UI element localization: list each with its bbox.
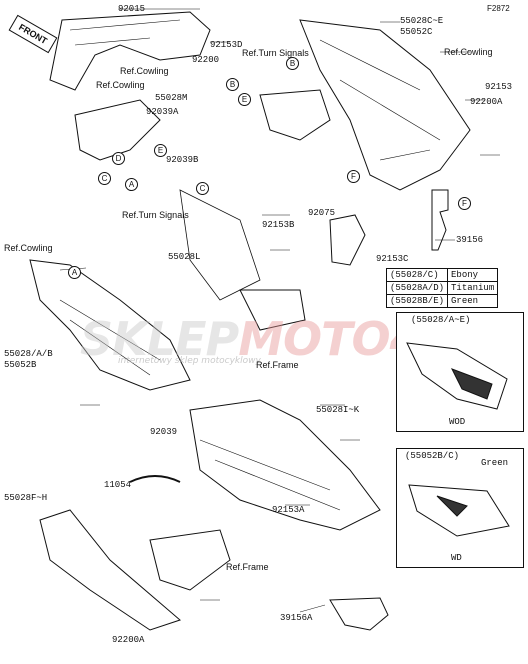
label-55028i-k: 55028I~K <box>316 405 360 415</box>
callout-e-2: E <box>154 144 167 157</box>
ref-cowling-right: Ref.Cowling <box>444 47 493 57</box>
label-39156: 39156 <box>456 235 484 245</box>
table-row: (55028A/D) Titanium <box>385 281 499 295</box>
bracket-39156 <box>431 189 449 251</box>
color-name: Ebony <box>447 268 499 282</box>
inset-wd-art <box>408 484 510 537</box>
ref-frame-mid: Ref.Frame <box>256 360 299 370</box>
inset-wod-code: (55028/A~E) <box>411 315 471 325</box>
color-name: Titanium <box>447 281 499 295</box>
color-code: (55028/C) <box>385 268 449 282</box>
label-55028m: 55028M <box>155 93 188 103</box>
label-92153b: 92153B <box>262 220 295 230</box>
color-code: (55028B/E) <box>385 294 449 308</box>
label-55028l: 55028L <box>168 252 201 262</box>
callout-b-2: B <box>286 57 299 70</box>
label-92039b: 92039B <box>166 155 199 165</box>
inset-wod-caption: WOD <box>449 417 466 427</box>
ref-frame-lower: Ref.Frame <box>226 562 269 572</box>
upper-left-cowling <box>49 11 211 91</box>
callout-c-2: C <box>196 182 209 195</box>
callout-f: F <box>347 170 360 183</box>
callout-e: E <box>238 93 251 106</box>
inner-panel-left <box>74 99 161 161</box>
table-row: (55028/C) Ebony <box>385 268 499 282</box>
label-92039a: 92039A <box>146 107 179 117</box>
color-code: (55028A/D) <box>385 281 449 295</box>
callout-a: A <box>125 178 138 191</box>
label-92200a-lower: 92200A <box>112 635 145 645</box>
label-92075: 92075 <box>308 208 336 218</box>
under-cowl-left <box>39 509 181 631</box>
label-92153d: 92153D <box>210 40 243 50</box>
lower-cowling <box>189 399 381 531</box>
label-92200a: 92200A <box>470 97 503 107</box>
label-92200: 92200 <box>192 55 220 65</box>
table-row: (55028B/E) Green <box>385 294 499 308</box>
ref-turn-signals-mid: Ref.Turn Signals <box>122 210 189 220</box>
label-39156a: 39156A <box>280 613 313 623</box>
callout-c: C <box>98 172 111 185</box>
inset-wd-caption: WD <box>451 553 462 563</box>
label-92153: 92153 <box>485 82 513 92</box>
ref-turn-signals-top: Ref.Turn Signals <box>242 48 309 58</box>
label-55028f-h: 55028F~H <box>4 493 48 503</box>
callout-b: B <box>226 78 239 91</box>
upper-right-cowling <box>299 19 471 191</box>
inset-wod: (55028/A~E) WOD <box>396 312 524 432</box>
label-92153a: 92153A <box>272 505 305 515</box>
bracket-39156a <box>329 597 389 631</box>
figure-id: F2872 <box>487 4 510 13</box>
inset-wd-code: (55052B/C) <box>405 451 460 461</box>
color-table: (55028/C) Ebony (55028A/D) Titanium (550… <box>385 268 499 308</box>
label-92015: 92015 <box>118 4 146 14</box>
ref-cowling-left: Ref.Cowling <box>96 80 145 90</box>
inset-wod-art <box>406 342 508 410</box>
label-55028c-e: 55028C~E <box>400 16 444 26</box>
label-92039: 92039 <box>150 427 178 437</box>
label-55052b: 55052B <box>4 360 37 370</box>
callout-d: D <box>112 152 125 165</box>
inset-wd: (55052B/C) Green WD <box>396 448 524 568</box>
callout-f-2: F <box>458 197 471 210</box>
label-55028-a-b: 55028/A/B <box>4 349 53 359</box>
label-55052c: 55052C <box>400 27 433 37</box>
ref-cowling-mid: Ref.Cowling <box>4 243 53 253</box>
inset-wd-note: Green <box>481 458 509 468</box>
callout-a-2: A <box>68 266 81 279</box>
label-11054: 11054 <box>104 480 132 490</box>
color-name: Green <box>447 294 499 308</box>
watermark-left: SKLEP <box>80 312 239 366</box>
label-92153c: 92153C <box>376 254 409 264</box>
ref-cowling-top: Ref.Cowling <box>120 66 169 76</box>
left-side-panel <box>29 259 191 391</box>
watermark-tagline: internetowy sklep motocyklowy <box>118 356 261 366</box>
